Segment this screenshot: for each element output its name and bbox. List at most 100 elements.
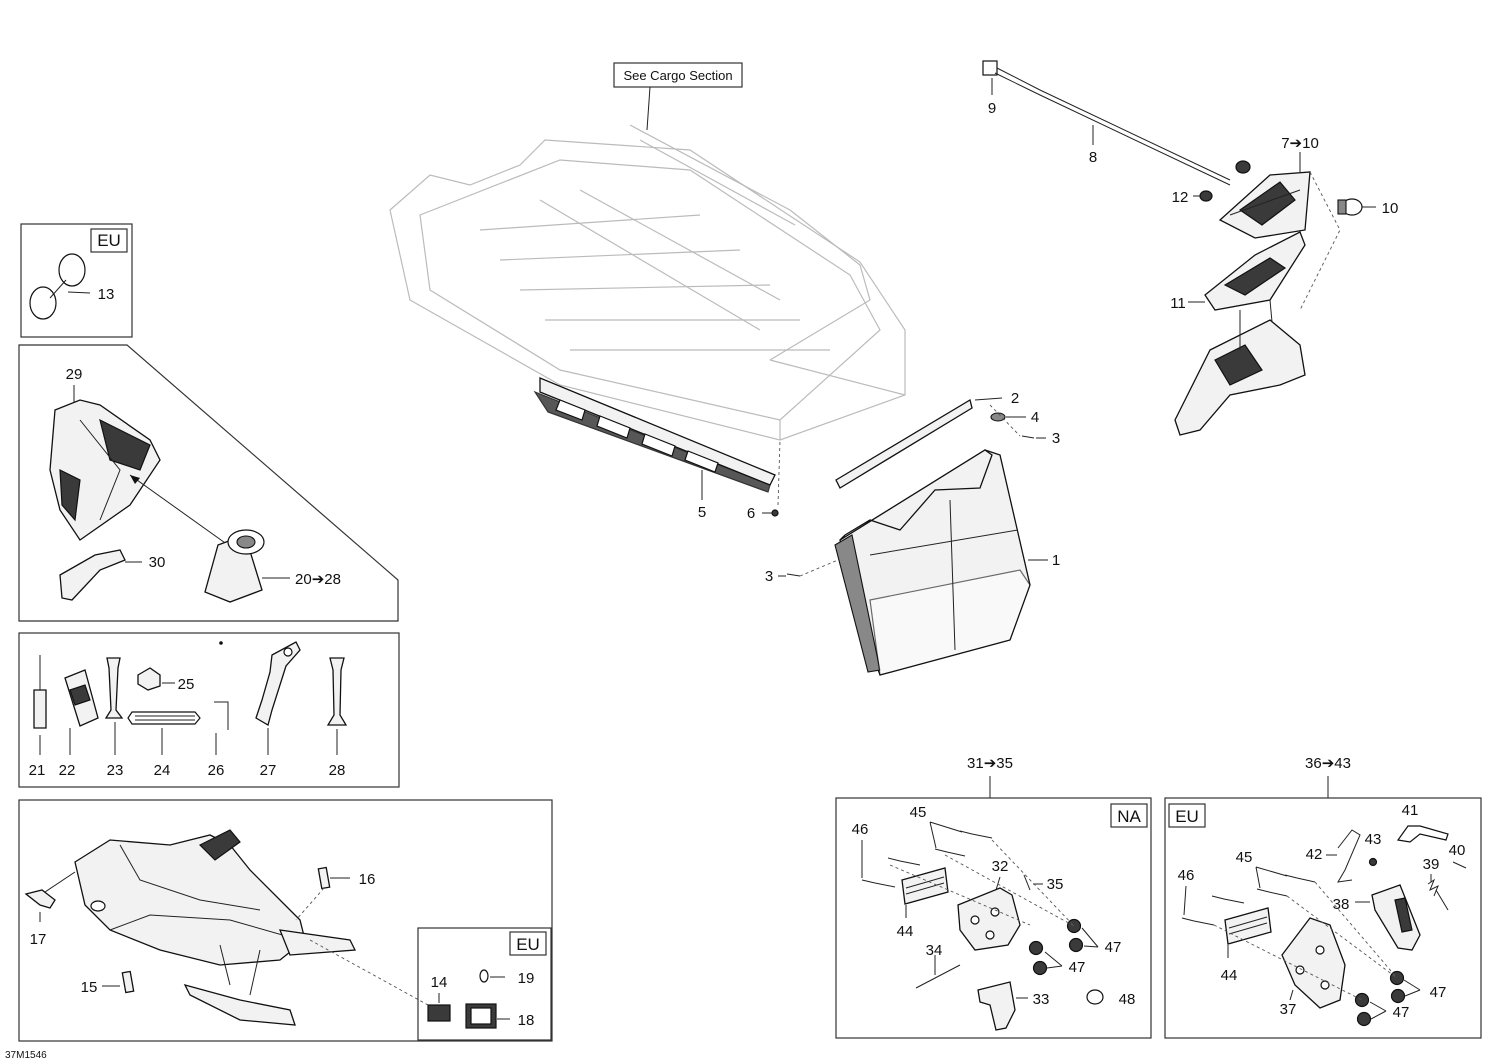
part-14-plate bbox=[427, 1004, 451, 1022]
na-bolts bbox=[861, 830, 993, 888]
part-3-screw-upper bbox=[1021, 435, 1035, 439]
callout-33: 33 bbox=[1033, 991, 1050, 1008]
part-48-cap bbox=[1086, 989, 1104, 1005]
region-tag-eu-3: EU bbox=[1175, 807, 1199, 826]
callout-26: 26 bbox=[208, 762, 225, 779]
callout-12: 12 bbox=[1172, 189, 1189, 206]
part-41-clip bbox=[1396, 825, 1449, 843]
part-30-strap bbox=[59, 549, 126, 601]
callout-31-35: 31➔35 bbox=[967, 755, 1013, 772]
callout-29: 29 bbox=[66, 366, 83, 383]
part-13-reflector bbox=[29, 253, 86, 320]
callout-45-na: 45 bbox=[910, 804, 927, 821]
callout-35: 35 bbox=[1047, 876, 1064, 893]
callout-42: 42 bbox=[1306, 846, 1323, 863]
callout-22: 22 bbox=[59, 762, 76, 779]
callout-16: 16 bbox=[359, 871, 376, 888]
callout-17: 17 bbox=[30, 931, 47, 948]
callout-47-na-upper: 47 bbox=[1105, 939, 1122, 956]
part-grommet-top bbox=[1235, 160, 1251, 174]
callout-8: 8 bbox=[1089, 149, 1097, 166]
region-tag-eu-1: EU bbox=[97, 231, 121, 250]
callout-34: 34 bbox=[926, 942, 943, 959]
part-17-reflector-decal bbox=[24, 889, 56, 909]
part-27-spanner bbox=[255, 641, 301, 726]
part-19-rivet bbox=[479, 969, 489, 983]
diagram-id: 37M1546 bbox=[5, 1050, 47, 1061]
part-3-screw-lower bbox=[786, 573, 801, 577]
part-33-hitch-clip bbox=[977, 981, 1016, 1031]
cargo-rack-ghost bbox=[389, 124, 906, 441]
callout-6: 6 bbox=[747, 505, 755, 522]
part-26-allen-key bbox=[214, 701, 229, 730]
callout-10: 10 bbox=[1382, 200, 1399, 217]
callout-28: 28 bbox=[329, 762, 346, 779]
callout-43: 43 bbox=[1365, 831, 1382, 848]
part-2-reinforcement-strip bbox=[835, 398, 973, 489]
part-34-axle bbox=[915, 964, 961, 989]
part-16-decal bbox=[317, 866, 331, 890]
snowmobile-outline bbox=[74, 829, 357, 1026]
part-15-decal bbox=[121, 970, 135, 994]
callout-47-eu-upper: 47 bbox=[1430, 984, 1447, 1001]
toolkit-bag-box bbox=[18, 344, 399, 622]
part-4-washer bbox=[990, 412, 1006, 422]
toolkit-contents-box bbox=[18, 632, 400, 788]
callout-36-43: 36➔43 bbox=[1305, 755, 1351, 772]
part-44-na-backing-plate bbox=[901, 867, 949, 905]
part-5-flap-support bbox=[533, 377, 776, 493]
eu-hitch-box bbox=[1164, 797, 1482, 1039]
part-12-grommet bbox=[1199, 190, 1213, 202]
callout-46-na: 46 bbox=[852, 821, 869, 838]
callout-30: 30 bbox=[149, 554, 166, 571]
callout-11: 11 bbox=[1170, 295, 1186, 312]
callout-3-upper: 3 bbox=[1052, 430, 1060, 447]
callout-40: 40 bbox=[1449, 842, 1466, 859]
callout-47-eu-lower: 47 bbox=[1393, 1004, 1410, 1021]
part-38-hitch-pin-housing bbox=[1371, 884, 1421, 951]
eu-bolts bbox=[1181, 874, 1316, 926]
region-tag-na: NA bbox=[1117, 807, 1141, 826]
callout-48: 48 bbox=[1119, 991, 1136, 1008]
callout-19: 19 bbox=[518, 970, 535, 987]
callout-44-eu: 44 bbox=[1221, 967, 1238, 984]
callout-45-eu: 45 bbox=[1236, 849, 1253, 866]
callout-24: 24 bbox=[154, 762, 171, 779]
callout-13: 13 bbox=[98, 286, 115, 303]
callout-44-na: 44 bbox=[897, 923, 914, 940]
part-44-eu-backing-plate bbox=[1224, 907, 1272, 945]
callout-3-lower: 3 bbox=[765, 568, 773, 585]
part-11-tail-light-housing bbox=[1174, 231, 1306, 436]
part-25-clip bbox=[137, 667, 161, 691]
part-29-storage-bag bbox=[49, 399, 161, 541]
callout-2: 2 bbox=[1011, 390, 1019, 407]
callout-37: 37 bbox=[1280, 1001, 1297, 1018]
callout-23: 23 bbox=[107, 762, 124, 779]
part-22-spark-plug-socket bbox=[64, 669, 99, 727]
callout-47-na-lower: 47 bbox=[1069, 959, 1086, 976]
decals-box bbox=[18, 799, 553, 1042]
part-7-tail-light-lens bbox=[1218, 171, 1311, 239]
eu-plate-box bbox=[417, 927, 552, 1041]
callout-32: 32 bbox=[992, 858, 1009, 875]
cargo-note-box bbox=[613, 62, 743, 88]
callout-27: 27 bbox=[260, 762, 277, 779]
callout-21: 21 bbox=[29, 762, 46, 779]
callout-41: 41 bbox=[1402, 802, 1419, 819]
part-6-screw bbox=[771, 509, 779, 517]
part-24-rope bbox=[127, 711, 201, 725]
part-23-wrench bbox=[104, 657, 124, 719]
part-21-screwdriver bbox=[33, 655, 47, 729]
part-10-bulb bbox=[1337, 198, 1363, 216]
cargo-note: See Cargo Section bbox=[623, 68, 732, 83]
callout-20-28: 20➔28 bbox=[295, 571, 341, 588]
callout-18: 18 bbox=[518, 1012, 535, 1029]
callout-7-10: 7➔10 bbox=[1281, 135, 1319, 152]
callout-5: 5 bbox=[698, 504, 706, 521]
callout-39: 39 bbox=[1423, 856, 1440, 873]
part-32-hitch-bracket bbox=[957, 887, 1021, 951]
part-40-pin bbox=[1452, 861, 1467, 869]
callout-9: 9 bbox=[988, 100, 996, 117]
part-1-snow-flap bbox=[834, 449, 1031, 676]
